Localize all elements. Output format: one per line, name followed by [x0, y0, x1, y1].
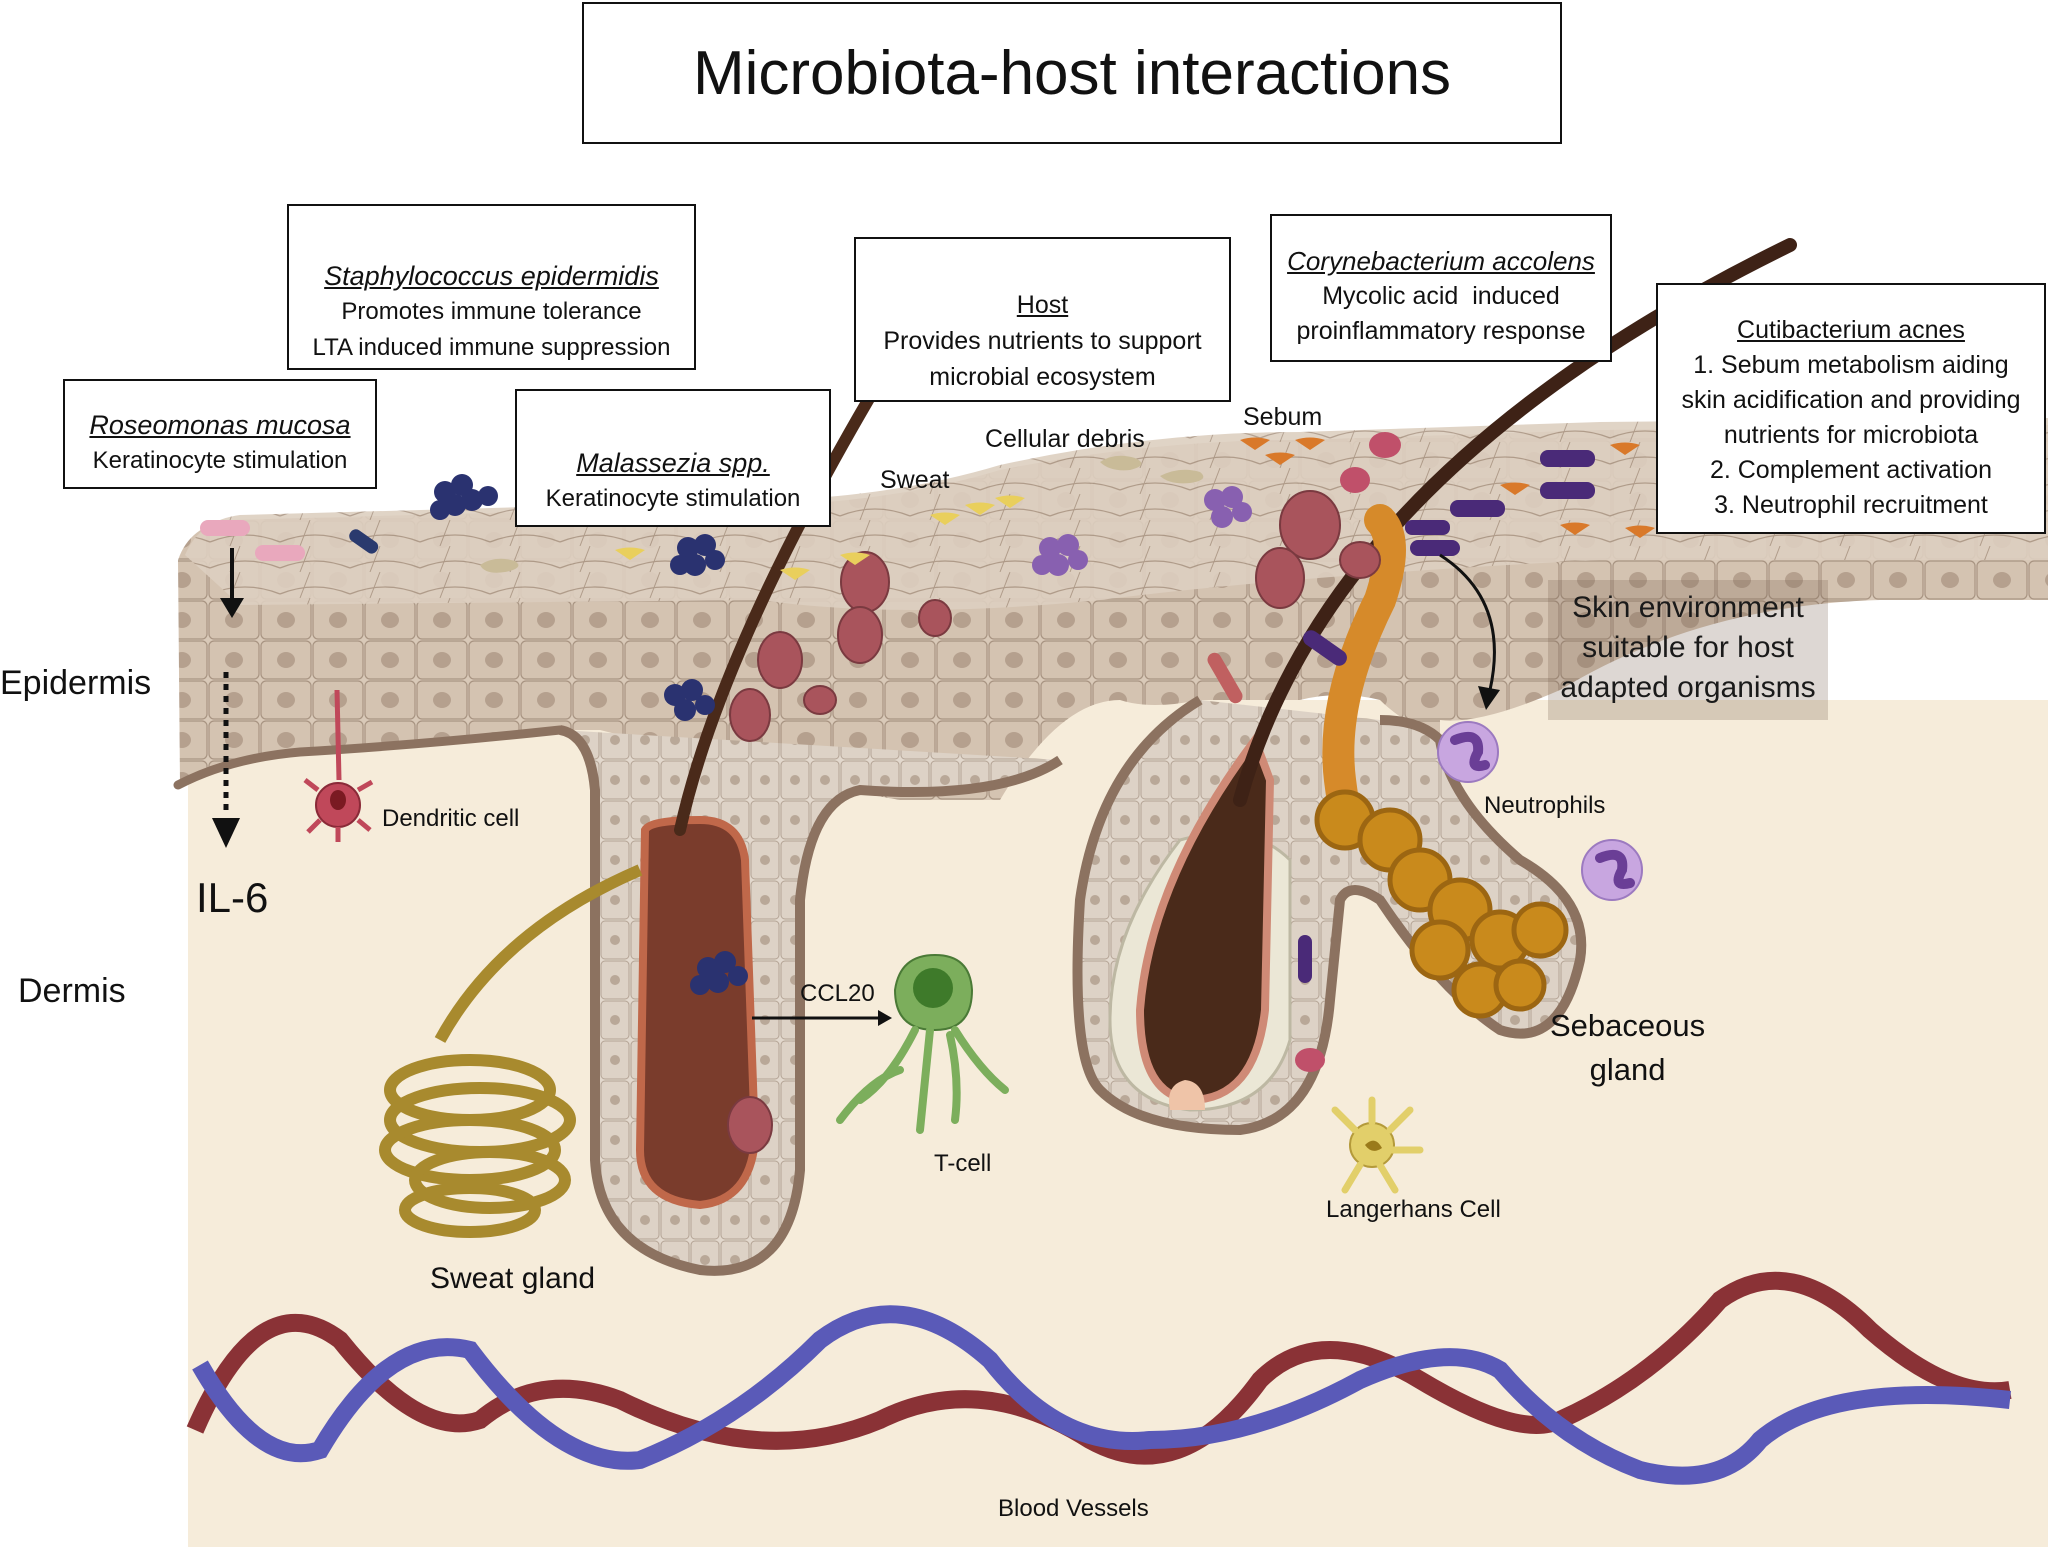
malassezia-species-name: Malassezia spp. — [576, 448, 770, 478]
dendritic-cell-label: Dendritic cell — [382, 805, 520, 832]
roseomonas-rod — [200, 520, 250, 536]
ccl20-label: CCL20 — [800, 980, 875, 1007]
malassezia-box: Malassezia spp. Keratinocyte stimulation — [515, 389, 831, 527]
malassezia-line-1: Keratinocyte stimulation — [545, 485, 801, 512]
staph-line-2: LTA induced immune suppression — [312, 334, 671, 361]
environment-line-3: adapted organisms — [1560, 671, 1816, 704]
blue-rod — [349, 529, 379, 554]
ccl20-arrowhead — [878, 1010, 892, 1026]
dermal-papilla — [1169, 1080, 1205, 1110]
sweat-gland-label: Sweat gland — [430, 1262, 596, 1295]
neutrophil — [1437, 721, 1499, 783]
title-box: Microbiota-host interactions — [582, 2, 1562, 144]
cutibacterium-line-1: 1. Sebum metabolism aiding — [1693, 351, 2009, 379]
surface-microbes — [200, 432, 1655, 1154]
il6-label: IL-6 — [196, 874, 269, 921]
cellular-debris-label: Cellular debris — [985, 425, 1145, 453]
left-hair-root — [635, 815, 760, 1210]
artery — [186, 1271, 2012, 1465]
sebaceous-line-2: gland — [1589, 1052, 1666, 1087]
roseomonas-rod — [255, 545, 305, 561]
langerhans-cell — [1331, 1096, 1424, 1194]
sweat-gland-coil — [379, 864, 643, 1238]
roseomonas-line-1: Keratinocyte stimulation — [92, 447, 348, 474]
dermis-label: Dermis — [18, 972, 126, 1010]
sebaceous-line-1: Sebaceous — [1550, 1008, 1706, 1043]
red-rod — [1207, 652, 1243, 704]
staph-species-name: Staphylococcus epidermidis — [324, 261, 659, 291]
left-hair-shaft — [674, 374, 886, 836]
cellular-debris — [480, 455, 1204, 573]
environment-line-1: Skin environment — [1572, 591, 1804, 624]
corynebacterium-species-name: Corynebacterium accolens — [1287, 246, 1595, 276]
neutrophils-label: Neutrophils — [1484, 792, 1606, 819]
cutibacterium-line-2: skin acidification and providing — [1681, 386, 2021, 414]
staph-epidermidis-box: Staphylococcus epidermidis Promotes immu… — [287, 204, 696, 370]
cutibacterium-line-4: 2. Complement activation — [1709, 456, 1993, 484]
sebaceous-gland-lobules — [1314, 789, 1569, 1019]
t-cell-label: T-cell — [934, 1150, 992, 1177]
blood-vessels-label: Blood Vessels — [998, 1495, 1149, 1522]
corynebacterium-cells — [1295, 432, 1401, 1072]
roseomonas-arrowhead — [220, 598, 244, 618]
sweat-label: Sweat — [880, 466, 950, 494]
malassezia-cells — [727, 490, 1381, 1154]
langerhans-cell-label: Langerhans Cell — [1326, 1196, 1501, 1223]
recruitment-arrowhead — [1478, 686, 1500, 710]
t-cell — [836, 953, 1009, 1134]
corynebacterium-line-1: Mycolic acid induced — [1322, 282, 1560, 310]
vein — [192, 1305, 2011, 1485]
cutibacterium-rods — [1298, 450, 1595, 983]
neutrophil — [1581, 839, 1643, 901]
host-box: Host Provides nutrients to support micro… — [854, 237, 1231, 402]
recruitment-arrow — [1439, 553, 1496, 691]
host-line-1: Provides nutrients to support — [883, 327, 1202, 355]
sebaceous-gland-label: Sebaceous gland — [1550, 1004, 1705, 1092]
host-line-2: microbial ecosystem — [929, 363, 1156, 391]
dendritic-cell — [303, 689, 374, 842]
corynebacterium-box: Corynebacterium accolens Mycolic acid in… — [1270, 214, 1612, 362]
purple-coccus-cluster — [1204, 486, 1252, 528]
corynebacterium-line-2: proinflammatory response — [1296, 317, 1586, 345]
skin-environment-note: Skin environment suitable for host adapt… — [1548, 580, 1828, 720]
cutibacterium-line-3: nutrients for microbiota — [1723, 421, 1979, 449]
sebum-label: Sebum — [1243, 403, 1323, 431]
cutibacterium-heading: Cutibacterium acnes — [1737, 316, 1965, 344]
staph-line-1: Promotes immune tolerance — [341, 298, 642, 325]
purple-coccus-cluster — [1032, 534, 1088, 576]
epidermis-label: Epidermis — [0, 664, 152, 702]
diagram-title: Microbiota-host interactions — [692, 38, 1452, 108]
cutibacterium-acnes-box: Cutibacterium acnes 1. Sebum metabolism … — [1656, 283, 2046, 534]
environment-line-2: suitable for host — [1582, 631, 1794, 664]
staph-cluster — [670, 534, 725, 576]
il6-arrowhead — [212, 818, 240, 848]
right-hair-bulb — [1135, 731, 1275, 1105]
sweat-drops — [615, 495, 1025, 580]
roseomonas-mucosa-box: Roseomonas mucosa Keratinocyte stimulati… — [63, 379, 377, 489]
cutibacterium-line-5: 3. Neutrophil recruitment — [1714, 491, 1988, 519]
staph-cluster — [664, 679, 715, 721]
staph-cluster — [690, 951, 748, 995]
sebum-drops — [1240, 437, 1655, 538]
host-heading: Host — [1016, 291, 1069, 319]
roseomonas-species-name: Roseomonas mucosa — [89, 410, 351, 440]
staph-cluster — [430, 474, 498, 520]
basement-membrane — [173, 725, 565, 790]
